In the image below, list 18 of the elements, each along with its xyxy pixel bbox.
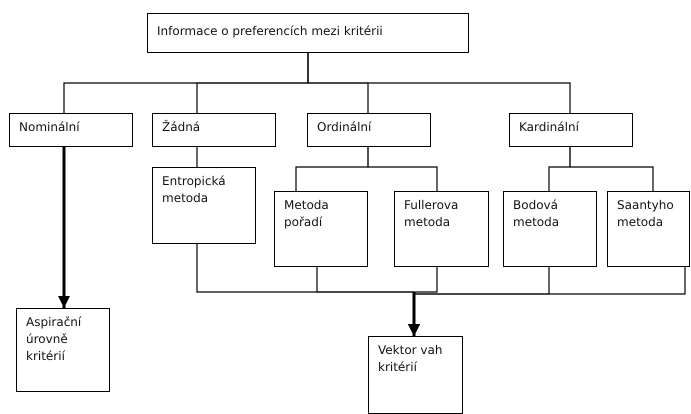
text-box: Bodová metoda (503, 191, 597, 267)
arrow (408, 267, 686, 336)
connector-line (367, 147, 438, 191)
text-box: Žádná (152, 113, 276, 147)
text-box: Metoda pořadí (274, 191, 368, 267)
text-box: Fullerova metoda (394, 191, 489, 267)
text-box: Vektor vah kritérií (368, 336, 463, 414)
text-box: Aspirační úrovně kritérií (16, 308, 110, 392)
text-box: Nominální (9, 113, 133, 147)
connector-line (569, 147, 654, 191)
text-box: Ordinální (307, 113, 431, 147)
text-box: Informace o preferencích mezi kritérii (147, 13, 469, 53)
arrow (58, 147, 70, 308)
connector-line (196, 147, 198, 167)
text-box: Entropická metoda (152, 167, 256, 244)
text-box: Saantyho metoda (607, 191, 690, 267)
connector-line (307, 53, 571, 113)
text-box: Kardinální (509, 113, 633, 147)
